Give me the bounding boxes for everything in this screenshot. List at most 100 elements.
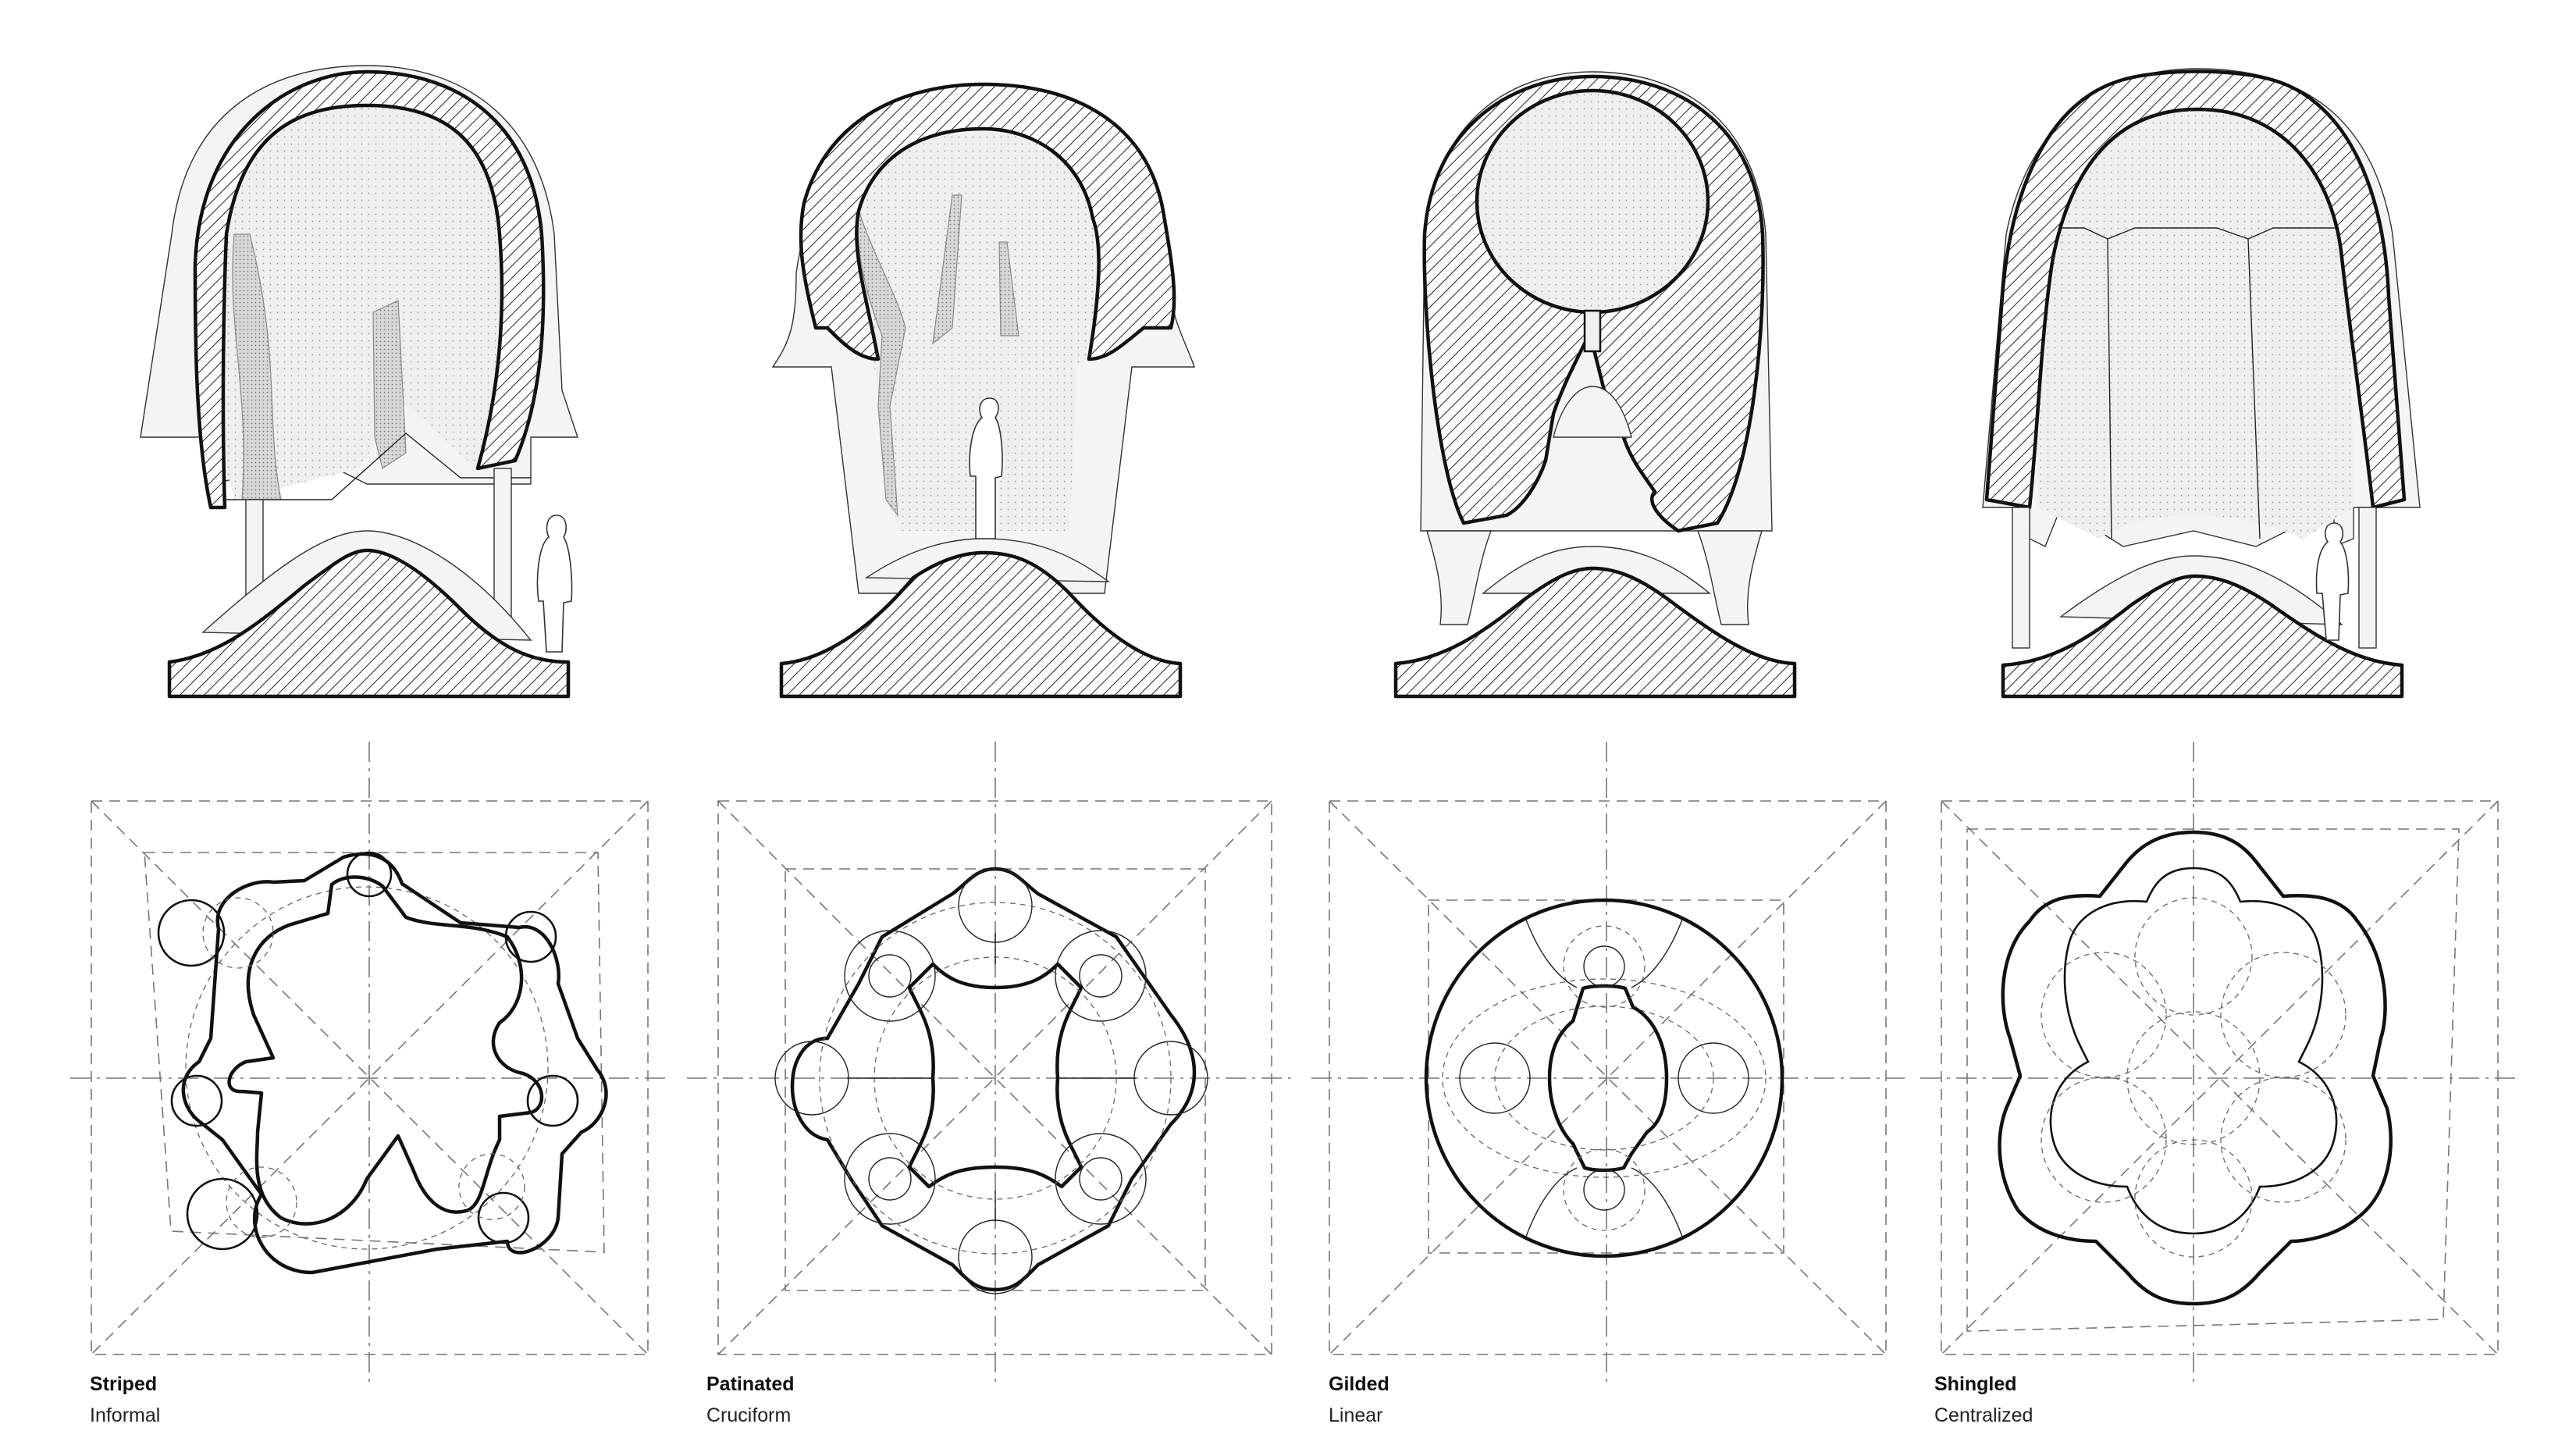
corner-ring bbox=[844, 930, 936, 1022]
elevation-gilded bbox=[1393, 71, 1797, 699]
sector-arc bbox=[1525, 1167, 1578, 1237]
outer-perimeter bbox=[1998, 830, 2393, 1306]
guide-circle bbox=[2041, 952, 2167, 1078]
elevation-shingled bbox=[1982, 68, 2421, 699]
diagonal bbox=[717, 800, 1272, 1355]
plan-gilded bbox=[1311, 742, 1905, 1382]
inner-perimeter bbox=[907, 962, 1083, 1189]
leg-left bbox=[1426, 530, 1493, 625]
variant-title: Gilded bbox=[1329, 1373, 1389, 1395]
mound-section bbox=[167, 548, 571, 699]
column-left bbox=[2012, 507, 2030, 649]
scale-figure bbox=[536, 514, 573, 653]
guide-circle-small bbox=[226, 1166, 297, 1238]
guide-circle bbox=[2041, 1077, 2167, 1203]
inner-perimeter bbox=[227, 875, 544, 1226]
lobe-circle bbox=[477, 1191, 530, 1244]
lobe-circle bbox=[504, 910, 557, 963]
shell-section bbox=[1984, 69, 2407, 510]
elevation-patinated bbox=[771, 82, 1195, 699]
lobe-circle bbox=[346, 851, 393, 898]
inner-perimeter bbox=[1547, 984, 1669, 1173]
diagonal bbox=[1941, 800, 2499, 1355]
corner-column bbox=[1079, 954, 1123, 998]
lobe-circle bbox=[1678, 1042, 1749, 1114]
inner-niche bbox=[1553, 386, 1632, 438]
shell-section bbox=[799, 82, 1176, 361]
variant-title: Shingled bbox=[1934, 1373, 2017, 1395]
shingle-edge-1 bbox=[2107, 238, 2112, 539]
interior-fin bbox=[372, 300, 407, 469]
guide-circle bbox=[819, 902, 1172, 1255]
variant-title: Patinated bbox=[706, 1373, 795, 1395]
diagonal bbox=[717, 800, 1272, 1355]
diagonal bbox=[1329, 800, 1887, 1355]
mound-section bbox=[779, 550, 1183, 699]
lobe-circle bbox=[157, 899, 226, 967]
plan-shingled bbox=[1920, 742, 2521, 1382]
lobe-circle bbox=[1583, 945, 1625, 988]
guide-circle-small bbox=[1563, 1148, 1646, 1231]
interior-fold-left bbox=[857, 210, 906, 517]
lobe-circle bbox=[186, 1177, 259, 1251]
variant-subtitle: Cruciform bbox=[706, 1404, 792, 1426]
variant-subtitle: Centralized bbox=[1934, 1404, 2033, 1426]
guide-circle bbox=[185, 886, 549, 1250]
variant-label-striped: Striped Informal bbox=[90, 1372, 160, 1427]
oculus bbox=[1475, 88, 1710, 315]
interior-surface bbox=[2037, 105, 2354, 539]
inner-perimeter bbox=[2049, 867, 2338, 1235]
scale-figure bbox=[2315, 522, 2350, 641]
elevation-striped bbox=[140, 65, 578, 699]
inner-boundary bbox=[1966, 828, 2460, 1332]
corner-column bbox=[868, 1157, 912, 1201]
variant-label-shingled: Shingled Centralized bbox=[1934, 1372, 2033, 1427]
corner-column bbox=[1079, 1157, 1123, 1201]
guide-circle-small bbox=[1563, 925, 1646, 1008]
inner-boundary bbox=[144, 852, 605, 1253]
sector-arc bbox=[1525, 919, 1578, 988]
lobe-circle bbox=[1459, 1042, 1531, 1114]
mound-section bbox=[2001, 574, 2404, 699]
shingle-edge-2 bbox=[2247, 238, 2261, 539]
lobe-circle bbox=[1583, 1169, 1625, 1211]
guide-circle bbox=[2134, 1139, 2253, 1258]
guide-circle bbox=[2134, 897, 2253, 1016]
column-right bbox=[493, 468, 512, 618]
guide-ellipse bbox=[1494, 1006, 1714, 1151]
sector-arc bbox=[1631, 919, 1683, 988]
guide-circle-small bbox=[458, 1153, 525, 1220]
interior-fin-2 bbox=[998, 241, 1019, 336]
plan-patinated bbox=[687, 742, 1296, 1382]
lobe-circle bbox=[526, 1074, 579, 1127]
corner-ring bbox=[1055, 1133, 1147, 1225]
corner-ring bbox=[844, 1133, 936, 1225]
corner-ring bbox=[1055, 930, 1147, 1022]
guide-circle bbox=[2126, 1011, 2261, 1145]
corner-column bbox=[868, 954, 912, 998]
column-right bbox=[2358, 507, 2377, 649]
canopy-hem bbox=[222, 433, 531, 500]
outer-perimeter bbox=[790, 867, 1197, 1292]
shell-section bbox=[193, 69, 546, 510]
sector-arc bbox=[1631, 1167, 1683, 1237]
guide-circle-small bbox=[202, 897, 274, 969]
variant-title: Striped bbox=[90, 1373, 158, 1395]
mound-section bbox=[1393, 566, 1797, 699]
guide-ellipse bbox=[1442, 978, 1767, 1178]
plan-striped bbox=[70, 742, 671, 1382]
variant-label-gilded: Gilded Linear bbox=[1329, 1372, 1389, 1427]
shingle-seam bbox=[2041, 227, 2346, 240]
outer-perimeter bbox=[181, 852, 608, 1275]
interior-fin-1 bbox=[932, 194, 962, 345]
variant-subtitle: Informal bbox=[90, 1404, 161, 1426]
outer-circle bbox=[1424, 898, 1784, 1258]
diagonal bbox=[1329, 800, 1887, 1355]
leg-right bbox=[1696, 530, 1763, 625]
diagonal bbox=[91, 800, 649, 1355]
diagonal bbox=[1941, 800, 2499, 1355]
guide-circle bbox=[2220, 952, 2347, 1078]
lobe-circle bbox=[170, 1074, 223, 1127]
diagonal bbox=[91, 800, 649, 1355]
